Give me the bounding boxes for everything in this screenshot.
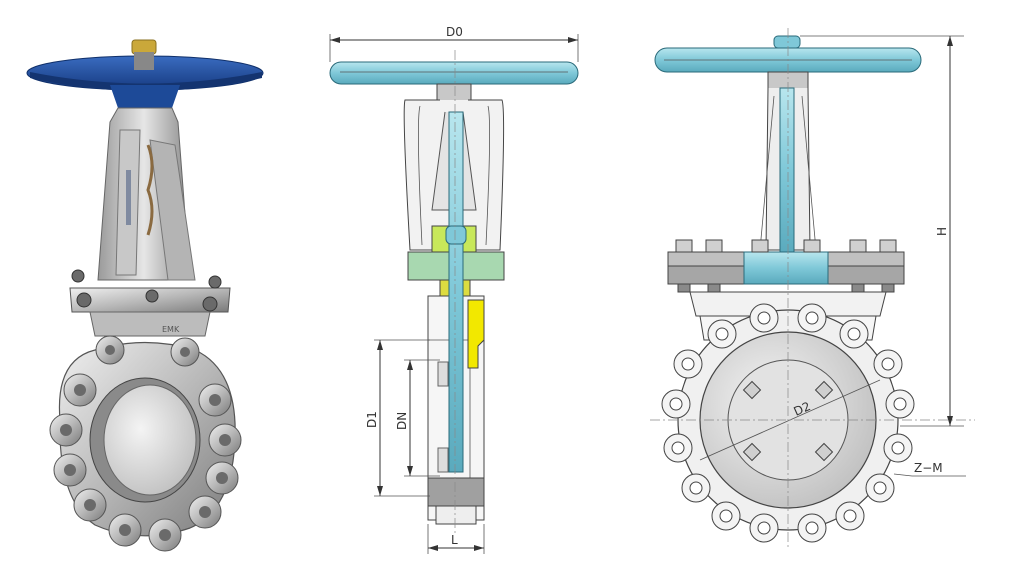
dim-d1: D1 xyxy=(365,411,379,428)
gate-side xyxy=(467,299,485,369)
stem-front xyxy=(779,87,795,255)
photo-logo: EMK xyxy=(162,325,180,334)
dim-h: H xyxy=(935,227,949,236)
valve-body-photo xyxy=(49,335,242,552)
stem-side xyxy=(448,111,464,473)
dim-dn: DN xyxy=(395,412,409,430)
dim-d2: D2 xyxy=(792,399,813,419)
dim-zm: Z−M xyxy=(914,461,943,475)
dim-l: L xyxy=(451,533,458,547)
valve-photo: EMK xyxy=(26,39,264,552)
valve-side-section: D0 D1 xyxy=(329,25,579,554)
valve-front-view: D2 Z−M H xyxy=(650,28,975,550)
dim-d0: D0 xyxy=(446,25,463,39)
handwheel-side xyxy=(329,61,579,85)
